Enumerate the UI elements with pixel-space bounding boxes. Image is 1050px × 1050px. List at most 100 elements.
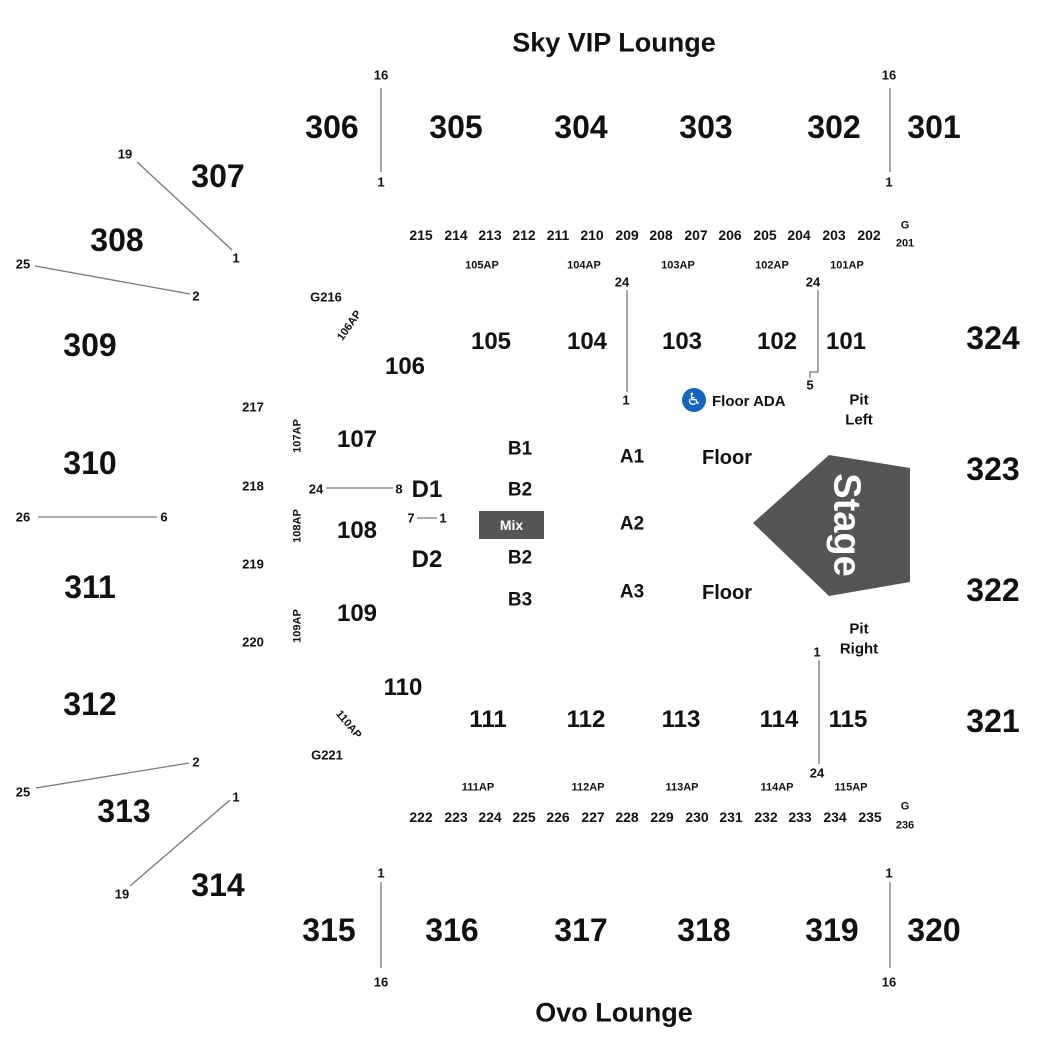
section-305[interactable]: 305 xyxy=(429,109,483,145)
section-317[interactable]: 317 xyxy=(554,912,608,948)
gate-216[interactable]: G216 xyxy=(310,289,342,305)
gate-236-number[interactable]: 236 xyxy=(895,819,915,832)
section-111[interactable]: 111 xyxy=(469,706,507,733)
section-231[interactable]: 231 xyxy=(719,809,743,825)
section-223[interactable]: 223 xyxy=(444,809,468,825)
section-112[interactable]: 112 xyxy=(566,706,606,733)
section-306[interactable]: 306 xyxy=(305,109,359,145)
ap-107[interactable]: 107AP xyxy=(291,419,304,453)
section-101[interactable]: 101 xyxy=(825,328,867,355)
section-301[interactable]: 301 xyxy=(907,109,961,145)
floor-a3[interactable]: A3 xyxy=(619,581,645,603)
gate-201-letter[interactable]: G xyxy=(900,219,910,232)
pit-left[interactable]: Pit Left xyxy=(845,391,873,430)
section-214[interactable]: 214 xyxy=(444,227,468,243)
section-207[interactable]: 207 xyxy=(684,227,708,243)
section-215[interactable]: 215 xyxy=(409,227,433,243)
ap-115[interactable]: 115AP xyxy=(834,781,868,794)
section-204[interactable]: 204 xyxy=(787,227,811,243)
section-321[interactable]: 321 xyxy=(966,703,1020,739)
section-304[interactable]: 304 xyxy=(554,109,608,145)
floor-b2-lower[interactable]: B2 xyxy=(507,547,533,569)
section-105[interactable]: 105 xyxy=(470,328,512,355)
section-320[interactable]: 320 xyxy=(907,912,961,948)
section-316[interactable]: 316 xyxy=(425,912,479,948)
section-103[interactable]: 103 xyxy=(661,328,703,355)
ap-105[interactable]: 105AP xyxy=(465,259,499,272)
section-227[interactable]: 227 xyxy=(581,809,605,825)
floor-label-bottom[interactable]: Floor xyxy=(702,582,752,604)
section-115[interactable]: 115 xyxy=(828,706,868,733)
section-324[interactable]: 324 xyxy=(966,320,1020,356)
section-323[interactable]: 323 xyxy=(966,451,1020,487)
section-318[interactable]: 318 xyxy=(677,912,731,948)
section-225[interactable]: 225 xyxy=(512,809,536,825)
section-109[interactable]: 109 xyxy=(336,600,378,627)
section-234[interactable]: 234 xyxy=(823,809,847,825)
section-209[interactable]: 209 xyxy=(615,227,639,243)
section-309[interactable]: 309 xyxy=(63,327,117,363)
section-307[interactable]: 307 xyxy=(191,158,245,194)
floor-b2-upper[interactable]: B2 xyxy=(507,479,533,501)
section-208[interactable]: 208 xyxy=(649,227,673,243)
section-219[interactable]: 219 xyxy=(242,556,264,572)
section-217[interactable]: 217 xyxy=(242,399,264,415)
section-110[interactable]: 110 xyxy=(383,674,423,701)
section-224[interactable]: 224 xyxy=(478,809,502,825)
section-319[interactable]: 319 xyxy=(805,912,859,948)
ap-103[interactable]: 103AP xyxy=(661,259,695,272)
ap-108[interactable]: 108AP xyxy=(291,509,304,543)
section-313[interactable]: 313 xyxy=(97,793,151,829)
section-230[interactable]: 230 xyxy=(685,809,709,825)
section-228[interactable]: 228 xyxy=(615,809,639,825)
floor-ada-label[interactable]: Floor ADA xyxy=(712,393,786,410)
section-213[interactable]: 213 xyxy=(478,227,502,243)
lounge-top[interactable]: Sky VIP Lounge xyxy=(512,27,716,58)
gate-201-number[interactable]: 201 xyxy=(895,237,915,250)
section-222[interactable]: 222 xyxy=(409,809,433,825)
ap-112[interactable]: 112AP xyxy=(571,781,605,794)
section-218[interactable]: 218 xyxy=(242,478,264,494)
floor-label-top[interactable]: Floor xyxy=(702,447,752,469)
section-229[interactable]: 229 xyxy=(650,809,674,825)
section-310[interactable]: 310 xyxy=(63,445,117,481)
floor-a2[interactable]: A2 xyxy=(619,513,645,535)
section-302[interactable]: 302 xyxy=(807,109,861,145)
ap-104[interactable]: 104AP xyxy=(567,259,601,272)
gate-221[interactable]: G221 xyxy=(311,747,343,763)
section-203[interactable]: 203 xyxy=(822,227,846,243)
section-303[interactable]: 303 xyxy=(679,109,733,145)
section-322[interactable]: 322 xyxy=(966,572,1020,608)
ap-102[interactable]: 102AP xyxy=(755,259,789,272)
section-233[interactable]: 233 xyxy=(788,809,812,825)
section-212[interactable]: 212 xyxy=(512,227,536,243)
ap-114[interactable]: 114AP xyxy=(760,781,794,794)
pit-right[interactable]: Pit Right xyxy=(840,620,878,659)
gate-236-letter[interactable]: G xyxy=(900,800,910,813)
ap-113[interactable]: 113AP xyxy=(665,781,699,794)
floor-b3[interactable]: B3 xyxy=(507,589,533,611)
floor-d2[interactable]: D2 xyxy=(411,546,443,573)
section-202[interactable]: 202 xyxy=(857,227,881,243)
section-210[interactable]: 210 xyxy=(580,227,604,243)
floor-a1[interactable]: A1 xyxy=(619,446,645,468)
floor-d1[interactable]: D1 xyxy=(411,476,443,503)
section-113[interactable]: 113 xyxy=(661,706,701,733)
section-205[interactable]: 205 xyxy=(753,227,777,243)
section-315[interactable]: 315 xyxy=(302,912,356,948)
section-106[interactable]: 106 xyxy=(384,353,426,380)
section-108[interactable]: 108 xyxy=(336,517,378,544)
section-226[interactable]: 226 xyxy=(546,809,570,825)
section-102[interactable]: 102 xyxy=(756,328,798,355)
lounge-bottom[interactable]: Ovo Lounge xyxy=(535,997,693,1028)
ap-109[interactable]: 109AP xyxy=(291,609,304,643)
section-308[interactable]: 308 xyxy=(90,222,144,258)
section-211[interactable]: 211 xyxy=(546,227,570,243)
section-312[interactable]: 312 xyxy=(63,686,117,722)
section-107[interactable]: 107 xyxy=(336,426,378,453)
section-235[interactable]: 235 xyxy=(858,809,882,825)
floor-b1[interactable]: B1 xyxy=(507,438,533,460)
ap-101[interactable]: 101AP xyxy=(830,259,864,272)
section-220[interactable]: 220 xyxy=(242,634,264,650)
section-104[interactable]: 104 xyxy=(566,328,608,355)
